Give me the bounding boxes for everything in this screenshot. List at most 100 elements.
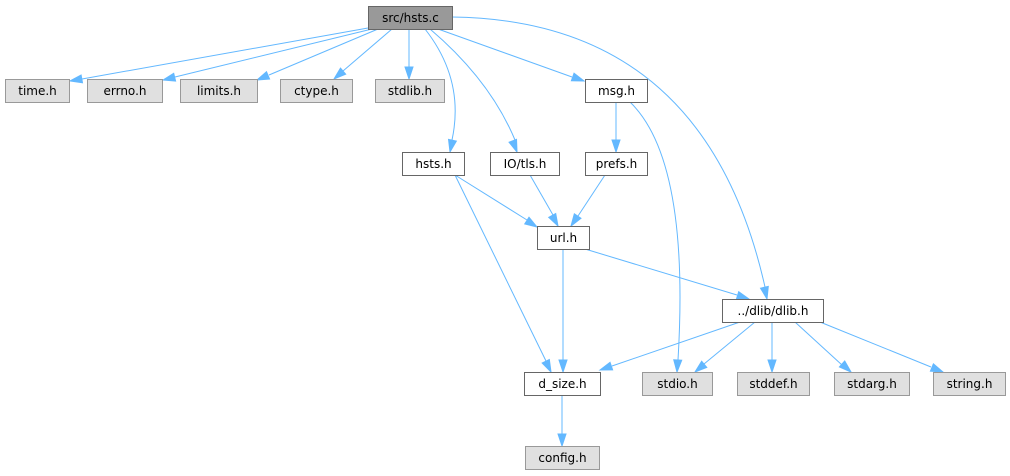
node-box — [87, 79, 163, 103]
edge-hsts-c-to-hsts-h — [424, 28, 458, 154]
node-stdio-h: stdio.h — [642, 372, 713, 396]
edge-line — [451, 16, 766, 288]
node-box — [490, 152, 560, 176]
edge-arrowhead — [447, 138, 458, 154]
edge-dlib-h-to-stdarg-h — [794, 321, 853, 374]
node-label: config.h — [538, 451, 586, 465]
edge-arrowhead — [838, 360, 853, 374]
node-box — [722, 299, 824, 323]
edge-dlib-h-to-d-size-h — [598, 321, 741, 371]
node-label: url.h — [550, 231, 577, 245]
node-stddef-h: stddef.h — [737, 372, 810, 396]
node-errno-h: errno.h — [87, 79, 163, 103]
edge-hsts-c-to-time-h — [68, 27, 369, 84]
node-label: d_size.h — [538, 377, 586, 391]
edge-line — [794, 321, 843, 366]
node-label: ../dlib/dlib.h — [738, 304, 809, 318]
edge-arrowhead — [558, 359, 568, 374]
node-label: ctype.h — [294, 84, 339, 98]
node-label: IO/tls.h — [504, 157, 547, 171]
edge-msg-h-to-prefs-h — [611, 102, 621, 154]
node-dlib-h[interactable]: ../dlib/dlib.h — [722, 299, 824, 323]
node-msg-h[interactable]: msg.h — [585, 79, 648, 103]
edge-line — [454, 174, 528, 221]
node-label: stddef.h — [749, 377, 797, 391]
node-label: msg.h — [598, 84, 635, 98]
node-stdarg-h: stdarg.h — [834, 372, 910, 396]
nodes-layer: src/hsts.c time.h errno.h limits.h ctype.h st… — [5, 6, 1006, 470]
edge-hsts-c-to-ctype-h — [332, 28, 393, 81]
node-ctype-h: ctype.h — [280, 79, 353, 103]
node-prefs-h[interactable]: prefs.h — [585, 152, 648, 176]
node-box — [524, 372, 601, 396]
edges-layer — [68, 16, 945, 448]
node-label: limits.h — [197, 84, 241, 98]
edge-line — [611, 321, 741, 367]
edge-line — [424, 28, 456, 141]
edge-arrowhead — [557, 433, 567, 448]
edge-prefs-h-to-url-h — [570, 174, 606, 228]
node-label: time.h — [18, 84, 57, 98]
edge-line — [529, 174, 554, 216]
edge-arrowhead — [255, 70, 271, 81]
node-box — [280, 79, 353, 103]
node-tls-h[interactable]: IO/tls.h — [490, 152, 560, 176]
node-label: prefs.h — [596, 157, 638, 171]
edge-arrowhead — [611, 139, 621, 154]
edge-line — [268, 28, 379, 76]
edge-line — [454, 174, 547, 362]
node-box — [525, 446, 600, 470]
node-string-h: string.h — [933, 372, 1006, 396]
node-url-h[interactable]: url.h — [537, 226, 590, 250]
node-label: stdlib.h — [388, 84, 432, 98]
node-stdlib-h: stdlib.h — [375, 79, 445, 103]
node-box — [375, 79, 445, 103]
node-box — [585, 79, 648, 103]
edge-dlib-h-to-string-h — [819, 321, 945, 373]
node-box — [737, 372, 810, 396]
edge-arrowhead — [598, 361, 614, 371]
edge-arrowhead — [161, 72, 177, 82]
node-box — [933, 372, 1006, 396]
node-box — [180, 79, 258, 103]
edge-url-h-to-d-size-h — [558, 249, 568, 374]
node-box — [585, 152, 648, 176]
node-hsts-c[interactable]: src/hsts.c — [368, 6, 453, 30]
node-box — [5, 79, 70, 103]
edge-line — [584, 248, 738, 296]
node-box — [834, 372, 910, 396]
edge-line — [342, 28, 393, 72]
edge-line — [429, 28, 516, 141]
edge-line — [819, 321, 932, 368]
edge-msg-h-to-stdio-h — [629, 101, 683, 374]
edge-dlib-h-to-stdio-h — [693, 321, 756, 374]
edge-arrowhead — [673, 359, 683, 374]
node-hsts-h[interactable]: hsts.h — [402, 152, 465, 176]
edge-arrowhead — [767, 359, 777, 374]
edge-arrowhead — [332, 67, 347, 81]
edge-hsts-h-to-url-h — [454, 174, 539, 228]
edge-arrowhead — [541, 358, 552, 374]
edge-arrowhead — [68, 74, 84, 84]
node-label: stdarg.h — [847, 377, 897, 391]
edge-hsts-c-to-limits-h — [255, 28, 379, 81]
edge-arrowhead — [735, 290, 751, 300]
edge-hsts-c-to-tls-h — [429, 28, 518, 154]
edge-hsts-c-to-stdlib-h — [404, 29, 414, 81]
edge-hsts-c-to-dlib-h — [451, 16, 769, 301]
edge-line — [437, 28, 573, 78]
edge-dlib-h-to-stddef-h — [767, 322, 777, 374]
node-config-h: config.h — [525, 446, 600, 470]
node-label: errno.h — [104, 84, 147, 98]
edge-arrowhead — [929, 362, 945, 373]
node-d-size-h[interactable]: d_size.h — [524, 372, 601, 396]
node-box — [642, 372, 713, 396]
edge-arrowhead — [547, 212, 559, 228]
edge-arrowhead — [570, 72, 586, 82]
edge-line — [703, 321, 756, 365]
edge-arrowhead — [693, 360, 708, 374]
node-label: string.h — [947, 377, 993, 391]
edge-line — [577, 174, 606, 217]
edge-arrowhead — [570, 212, 582, 228]
